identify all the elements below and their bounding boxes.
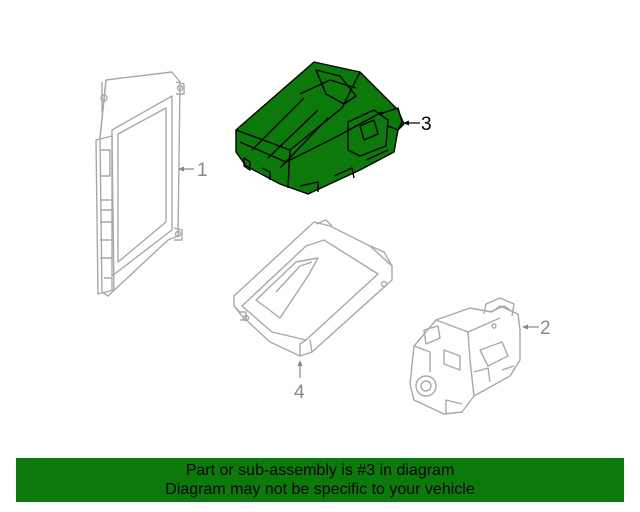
caption-line-1: Part or sub-assembly is #3 in diagram [185,462,455,479]
callout-label-2: 2 [540,318,551,339]
part-3-highlighted-module[interactable] [235,61,405,195]
callout-3 [403,120,420,126]
callout-1 [178,166,194,172]
part-1-control-module[interactable] [95,71,185,297]
caption-banner: Part or sub-assembly is #3 in diagram Di… [16,458,624,502]
callout-label-4: 4 [294,382,305,403]
callout-2 [522,324,539,330]
callout-4 [297,360,303,378]
callout-label-3: 3 [421,114,432,135]
caption-line-2: Diagram may not be specific to your vehi… [165,481,475,498]
part-4-tray-bracket[interactable] [233,219,393,357]
callout-label-1: 1 [197,160,208,181]
part-2-sensor-assembly[interactable] [409,297,521,415]
